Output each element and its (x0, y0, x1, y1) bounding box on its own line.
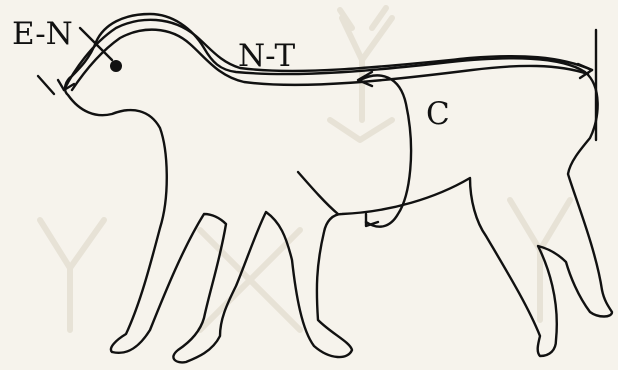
nose-tick-line (38, 76, 54, 94)
eye-to-nose-leader (80, 28, 112, 60)
nose-to-tail-line-inner (72, 30, 588, 90)
label-nose-to-tail: N-T (238, 38, 295, 74)
chest-line (298, 172, 338, 214)
chest-girth-bottom-arrow-icon (366, 214, 378, 226)
label-chest-girth: C (426, 96, 450, 132)
chest-girth-loop (360, 75, 411, 226)
label-eye-to-nose: E-N (12, 16, 73, 52)
dog-eye-icon (110, 60, 122, 72)
